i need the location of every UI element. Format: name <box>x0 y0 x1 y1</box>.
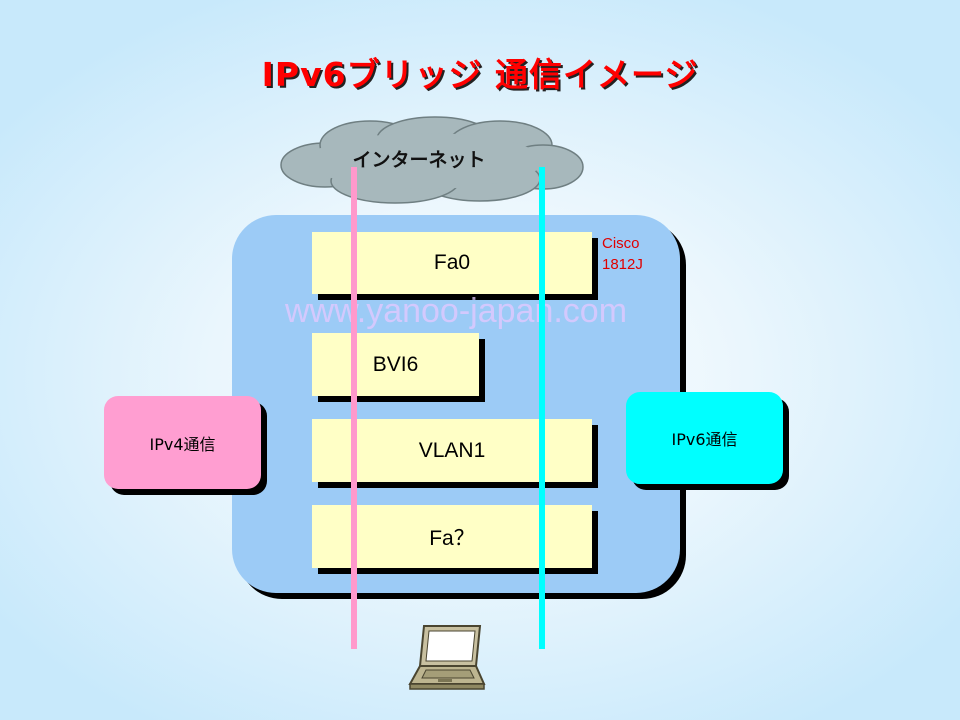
internet-label: インターネット <box>352 149 486 171</box>
router-model-name: Cisco <box>602 235 640 252</box>
internet-cloud: インターネット <box>275 115 595 207</box>
interface-vlan1: VLAN1 <box>312 419 592 482</box>
interface-bvi6: BVI6 <box>312 333 479 396</box>
ipv6-box: IPv6通信 <box>626 392 783 484</box>
cloud-icon <box>280 116 584 204</box>
ipv4-box: IPv4通信 <box>104 396 261 489</box>
router-model-number: 1812J <box>602 256 643 273</box>
diagram-title: IPv6ブリッジ 通信イメージ <box>261 55 699 94</box>
laptop-icon <box>406 622 486 692</box>
router-model: Cisco 1812J <box>602 233 672 275</box>
ipv6-path-line <box>539 167 545 649</box>
ipv4-path-line <box>351 167 357 649</box>
interface-fa0: Fa0 <box>312 232 592 294</box>
interface-fa-unknown: Fa？ <box>312 505 592 568</box>
